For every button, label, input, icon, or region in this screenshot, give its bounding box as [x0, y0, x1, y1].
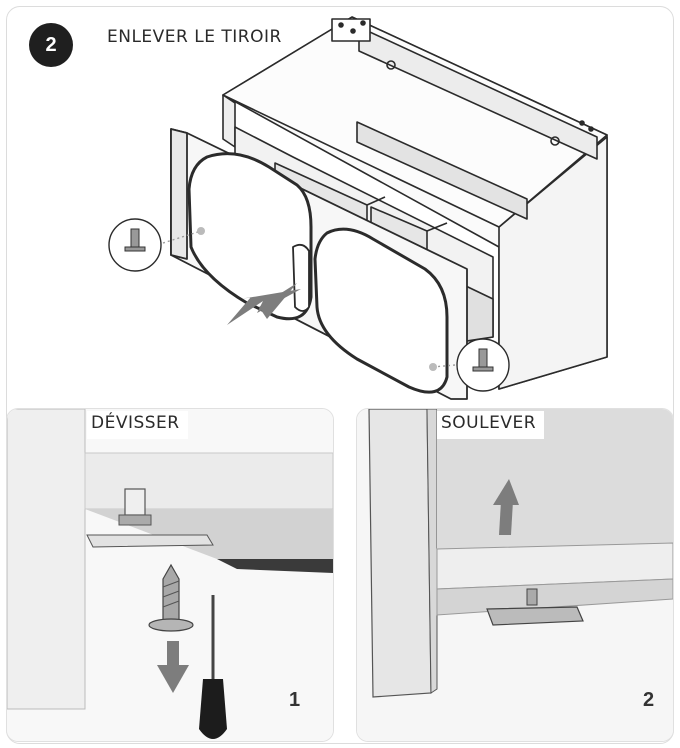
lift-panel: SOULEVER 2 [356, 408, 674, 742]
step-number-badge: 2 [29, 23, 73, 67]
substep-number-2: 2 [643, 689, 655, 711]
down-arrow-icon [157, 641, 189, 693]
unscrew-panel: DÉVISSER 1 [6, 408, 334, 742]
cabinet-illustration [108, 16, 608, 400]
up-arrow-icon [493, 479, 519, 535]
substep-number-1: 1 [289, 689, 301, 711]
unscrew-illustration [7, 409, 333, 741]
screw-icon [148, 563, 194, 632]
foot-icon [486, 588, 584, 626]
lift-illustration [357, 409, 673, 741]
unscrew-label: DÉVISSER [87, 411, 188, 439]
lift-label: SOULEVER [437, 411, 545, 439]
step-title: ENLEVER LE TIROIR [107, 27, 282, 47]
pull-arrow-icon [227, 283, 301, 325]
fixing-detail-left-icon [108, 218, 205, 272]
fixing-detail-right-icon [429, 338, 510, 392]
screwdriver-icon [199, 595, 227, 739]
